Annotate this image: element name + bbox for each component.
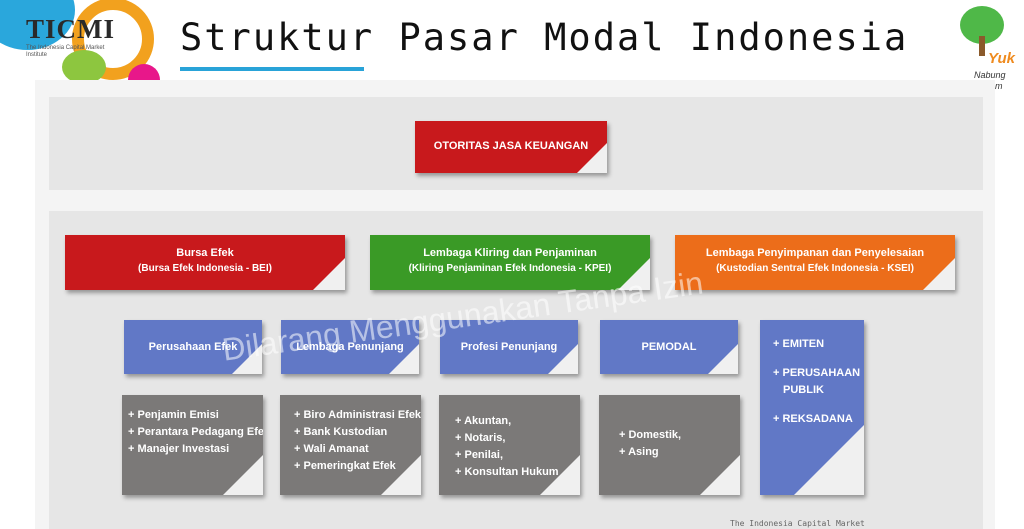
- ticmi-logo: TICMI The Indonesia Capital Market Insti…: [26, 14, 146, 59]
- list-item: + Perantara Pedagang Efek: [128, 426, 263, 438]
- issuers-list: + EMITEN + PERUSAHAAN PUBLIK + REKSADANA: [773, 336, 860, 428]
- decor-circle-green: [62, 50, 106, 84]
- ojk-label: OTORITAS JASA KEUANGAN: [433, 140, 589, 152]
- detail-list: + Penjamin Emisi + Perantara Pedagang Ef…: [128, 407, 263, 458]
- tree-trunk-icon: [979, 36, 985, 56]
- list-item: + Manajer Investasi: [128, 443, 230, 455]
- list-item: + Wali Amanat: [294, 443, 369, 455]
- detail-pemodal: + Domestik, + Asing: [599, 395, 740, 495]
- category-perusahaan-efek[interactable]: Perusahaan Efek: [124, 320, 262, 374]
- category-corner-fold: [389, 344, 419, 374]
- detail-lembaga-penunjang: + Biro Administrasi Efek + Bank Kustodia…: [280, 395, 421, 495]
- list-item: + Penilai,: [455, 449, 503, 461]
- sro-bei-line1: Bursa Efek: [176, 247, 234, 259]
- list-item: + Domestik,: [619, 429, 682, 441]
- category-lembaga-penunjang-label: Lembaga Penunjang: [296, 341, 404, 353]
- yuk-mark: Yuk: [988, 50, 1015, 67]
- list-item: + Akuntan,: [455, 415, 512, 427]
- list-item: + Penjamin Emisi: [128, 409, 219, 421]
- category-pemodal[interactable]: PEMODAL: [600, 320, 738, 374]
- sro-ksei-corner-fold: [923, 258, 955, 290]
- footer-note: The Indonesia Capital Market: [730, 519, 865, 528]
- issuer-perusahaan: + PERUSAHAAN: [773, 367, 861, 379]
- list-item: + Bank Kustodian: [294, 426, 388, 438]
- issuer-reksadana: + REKSADANA: [773, 413, 853, 425]
- list-item: + Pemeringkat Efek: [294, 460, 396, 472]
- detail-corner-fold: [381, 455, 421, 495]
- detail-list: + Domestik, + Asing: [619, 427, 681, 461]
- detail-corner-fold: [540, 455, 580, 495]
- category-perusahaan-efek-label: Perusahaan Efek: [148, 341, 238, 353]
- category-corner-fold: [548, 344, 578, 374]
- ojk-corner-fold: [577, 143, 607, 173]
- detail-corner-fold: [223, 455, 263, 495]
- detail-list: + Biro Administrasi Efek + Bank Kustodia…: [294, 407, 421, 475]
- detail-list: + Akuntan, + Notaris, + Penilai, + Konsu…: [455, 413, 559, 481]
- list-item: + Asing: [619, 446, 659, 458]
- sro-ksei-line1: Lembaga Penyimpanan dan Penyelesaian: [705, 247, 925, 259]
- sro-bei-corner-fold: [313, 258, 345, 290]
- detail-profesi-penunjang: + Akuntan, + Notaris, + Penilai, + Konsu…: [439, 395, 580, 495]
- issuers-corner-fold: [794, 425, 864, 495]
- detail-perusahaan-efek: + Penjamin Emisi + Perantara Pedagang Ef…: [122, 395, 263, 495]
- category-corner-fold: [232, 344, 262, 374]
- page-title: Struktur Pasar Modal Indonesia: [180, 16, 909, 59]
- category-pemodal-label: PEMODAL: [641, 341, 697, 353]
- sro-box-bei[interactable]: Bursa Efek (Bursa Efek Indonesia - BEI): [65, 235, 345, 290]
- list-item: + Biro Administrasi Efek: [294, 409, 421, 421]
- detail-corner-fold: [700, 455, 740, 495]
- logo-line1: Nabung: [974, 70, 1006, 80]
- ticmi-logo-subtitle: The Indonesia Capital Market Institute: [26, 45, 105, 58]
- issuers-box[interactable]: + EMITEN + PERUSAHAAN PUBLIK + REKSADANA: [760, 320, 864, 495]
- sro-kpei-corner-fold: [618, 258, 650, 290]
- issuer-publik: PUBLIK: [783, 384, 824, 396]
- category-corner-fold: [708, 344, 738, 374]
- category-profesi-penunjang[interactable]: Profesi Penunjang: [440, 320, 578, 374]
- yuk-nabung-saham-logo: Yuk Nabung Saham: [950, 6, 1020, 96]
- category-profesi-penunjang-label: Profesi Penunjang: [460, 341, 558, 353]
- ticmi-logo-name: TICMI: [26, 14, 116, 44]
- title-underline: [180, 67, 364, 71]
- sro-bei-line2: (Bursa Efek Indonesia - BEI): [138, 263, 272, 274]
- sro-box-kpei[interactable]: Lembaga Kliring dan Penjaminan (Kliring …: [370, 235, 650, 290]
- category-lembaga-penunjang[interactable]: Lembaga Penunjang: [281, 320, 419, 374]
- sro-box-ksei[interactable]: Lembaga Penyimpanan dan Penyelesaian (Ku…: [675, 235, 955, 290]
- ojk-box[interactable]: OTORITAS JASA KEUANGAN: [415, 121, 607, 173]
- sro-ksei-line2: (Kustodian Sentral Efek Indonesia - KSEI…: [716, 263, 914, 274]
- list-item: + Notaris,: [455, 432, 506, 444]
- issuer-emiten: + EMITEN: [773, 338, 825, 350]
- list-item: + Konsultan Hukum: [455, 466, 559, 478]
- sro-kpei-line2: (Kliring Penjaminan Efek Indonesia - KPE…: [408, 263, 612, 274]
- sro-kpei-line1: Lembaga Kliring dan Penjaminan: [423, 247, 597, 259]
